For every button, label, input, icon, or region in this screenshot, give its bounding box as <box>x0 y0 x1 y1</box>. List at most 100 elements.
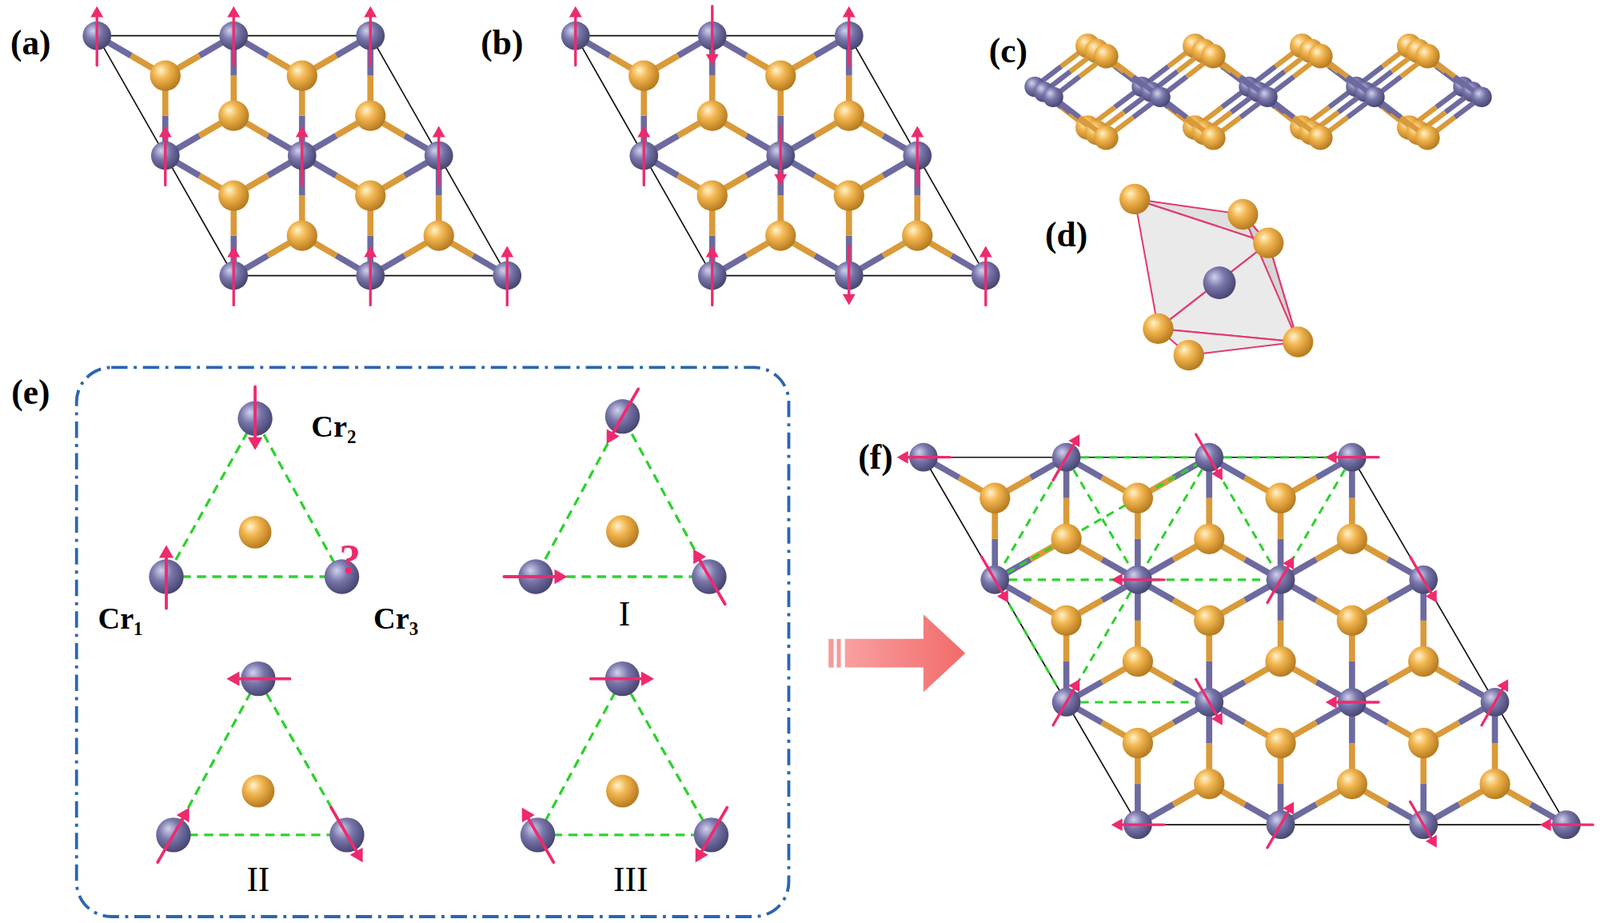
x-atom <box>423 219 455 251</box>
triangle-guide <box>166 574 342 578</box>
triangle-guide <box>1066 579 1138 703</box>
x-atom <box>1336 605 1368 636</box>
spin-arrow-head <box>90 6 104 18</box>
lattice-panel <box>897 434 1593 848</box>
x-atom <box>901 219 933 251</box>
cr-atom <box>1203 266 1237 300</box>
triangle-guide <box>173 833 348 836</box>
arrow-body <box>845 614 966 692</box>
triangle-guide <box>166 418 256 577</box>
panel-outline <box>74 365 791 919</box>
panel-label: (b) <box>480 25 523 60</box>
spin-arrow-shaft <box>239 677 290 681</box>
cr-atom <box>1256 86 1278 108</box>
x-atom <box>1264 646 1296 677</box>
x-atom <box>1122 646 1154 677</box>
arrow-bar <box>836 638 841 668</box>
spin-arrow-head <box>554 569 567 584</box>
unit-cell <box>923 457 1567 825</box>
spin-arrow-shaft <box>1336 700 1379 703</box>
spin-arrow-shaft <box>847 246 850 295</box>
spin-arrow-shaft <box>164 558 168 609</box>
spin-arrow-head <box>363 6 377 18</box>
spin-arrow-head <box>606 428 620 444</box>
spin-arrow-head <box>159 126 172 138</box>
x-atom <box>1200 43 1226 69</box>
x-atom <box>1308 43 1333 69</box>
triangle-guide <box>255 418 342 577</box>
x-atom <box>1336 523 1368 555</box>
x-atom <box>1050 605 1082 636</box>
spin-arrow-head <box>637 126 651 138</box>
x-atom <box>1408 646 1439 677</box>
x-atom <box>628 60 659 92</box>
side-view <box>1024 33 1492 150</box>
x-atom <box>697 179 728 211</box>
panel-label: (e) <box>11 375 50 411</box>
spin-arrow-shaft <box>1410 801 1432 838</box>
spin-arrow-head <box>226 670 240 686</box>
spin-arrow-shaft <box>1267 810 1289 847</box>
x-atom <box>1173 339 1205 371</box>
x-atom <box>150 60 181 92</box>
spin-arrow-shaft <box>1481 688 1503 725</box>
spin-arrow-head <box>1325 450 1337 464</box>
octahedron-face <box>1134 199 1269 244</box>
spin-arrow-shaft <box>506 256 509 305</box>
x-atom <box>765 60 796 92</box>
spin-arrow-shaft <box>300 137 304 186</box>
x-atom <box>1479 768 1510 799</box>
spin-arrow-shaft <box>1122 822 1165 826</box>
spin-arrow-shaft <box>95 17 99 66</box>
spin-arrow-shaft <box>710 256 714 305</box>
transition-arrow <box>828 614 966 692</box>
spin-arrow-shaft <box>232 17 236 66</box>
x-atom <box>1264 482 1296 514</box>
spin-arrow-head <box>706 54 719 66</box>
spin-arrow-head <box>1325 695 1337 709</box>
x-atom <box>1193 768 1225 799</box>
x-atom <box>1122 482 1154 514</box>
x-atom <box>1336 768 1368 799</box>
triangle-guide <box>622 678 711 835</box>
x-atom <box>1093 125 1119 151</box>
x-atom <box>355 99 386 131</box>
spin-arrow-shaft <box>331 807 357 852</box>
spin-arrow-shaft <box>163 137 167 186</box>
spin-arrow-shaft <box>503 574 555 579</box>
x-atom <box>287 60 318 92</box>
spin-arrow-shaft <box>437 137 440 186</box>
spin-arrow-shaft <box>1053 443 1074 480</box>
x-atom <box>1282 326 1313 357</box>
triangle-guide <box>1066 457 1138 580</box>
spin-arrow-head <box>227 246 240 258</box>
x-atom <box>1415 43 1441 69</box>
arrow-bar <box>828 638 834 668</box>
spin-arrow-shaft <box>1267 566 1289 603</box>
x-atom <box>1193 523 1225 555</box>
spin-arrow-shaft <box>981 556 1003 593</box>
spin-arrow-head <box>159 544 174 558</box>
x-atom <box>355 179 386 211</box>
spin-arrow-head <box>641 670 655 686</box>
spin-arrow-shaft <box>590 677 642 681</box>
spin-arrow-shaft <box>157 818 184 863</box>
spin-arrow-shaft <box>1122 578 1165 581</box>
spin-arrow-head <box>247 437 263 451</box>
x-atom <box>1200 125 1226 151</box>
x-atom <box>1308 125 1333 151</box>
triangle-guide <box>1137 457 1209 580</box>
spin-arrow-head <box>1068 434 1080 447</box>
atom-label: Cr₁ <box>98 602 144 634</box>
spin-arrow-shaft <box>1336 455 1379 459</box>
spin-arrow-shaft <box>1551 822 1593 826</box>
spin-arrow-head <box>1211 466 1223 480</box>
spin-arrow-head <box>227 6 240 18</box>
x-atom <box>287 219 318 251</box>
x-atom <box>1193 605 1225 636</box>
spin-arrow-shaft <box>574 17 577 66</box>
spin-arrow-head <box>1111 573 1123 587</box>
triangle-guide <box>1066 700 1210 703</box>
